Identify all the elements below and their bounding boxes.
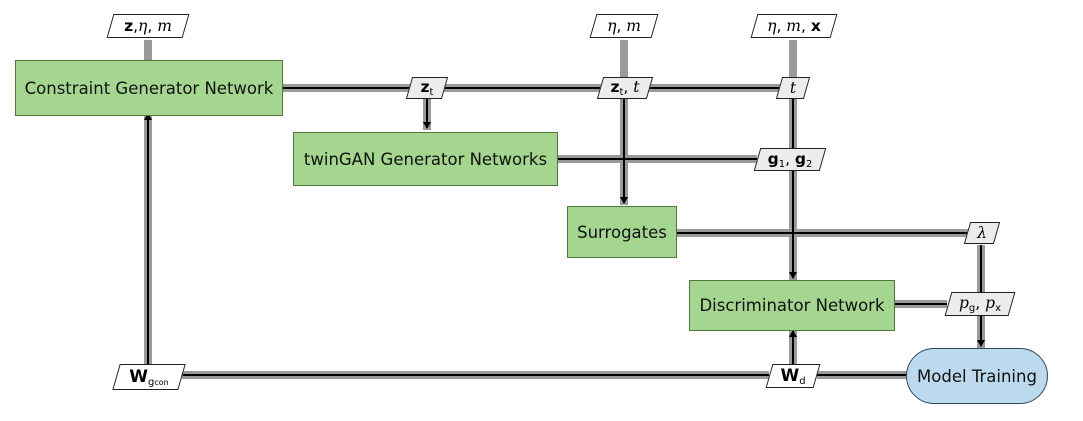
g2-sub: 2 (806, 158, 813, 170)
input-eta-3: η (767, 17, 777, 35)
zt-tag: zt (409, 77, 445, 99)
input-m: m (157, 17, 172, 35)
wd-sub: d (799, 375, 806, 387)
g-tag: g1, g2 (757, 148, 823, 171)
lambda-label: λ (977, 224, 987, 242)
input-eta: η (138, 17, 148, 35)
lambda-tag: λ (967, 222, 997, 244)
zt-sub: t (429, 87, 434, 98)
black-arrows (144, 87, 985, 376)
pg-main: p (958, 294, 969, 312)
constraint-generator-label: Constraint Generator Network (24, 78, 274, 98)
zt-t-tag: zt, t (600, 77, 650, 99)
g1-sub: 1 (778, 158, 786, 170)
wgcon-main: W (129, 366, 149, 387)
zt-t-sub: t (619, 87, 624, 98)
wd-main: W (780, 365, 800, 386)
input-eta-2: η (607, 17, 617, 35)
surrogates-node: Surrogates (567, 206, 677, 258)
surrogates-label: Surrogates (577, 222, 667, 242)
wgcon-tag: Wgcon (116, 364, 182, 390)
zt-main: z (420, 78, 430, 96)
t-label: t (789, 79, 797, 97)
model-training-label: Model Training (917, 366, 1037, 386)
zt-t-main: z (610, 78, 620, 96)
pg-sub: g (968, 303, 976, 314)
cg-input-tag: z,η, m (110, 14, 186, 38)
wgcon-sub: g (148, 376, 155, 388)
twingan-generator-node: twinGAN Generator Networks (293, 132, 558, 186)
zt-t-extra: t (633, 78, 640, 96)
input-m-2: m (626, 17, 641, 35)
input-x: x (810, 17, 821, 35)
discriminator-label: Discriminator Network (699, 296, 885, 315)
px-sub: x (995, 303, 1001, 314)
gray-wires (144, 84, 985, 379)
wgcon-subsub: con (154, 377, 169, 387)
discriminator-input-tag: η, m, x (754, 14, 834, 38)
wd-tag: Wd (769, 364, 817, 388)
input-m-3: m (786, 17, 801, 35)
g1-main: g (767, 149, 779, 168)
twingan-generator-label: twinGAN Generator Networks (303, 149, 548, 169)
g2-main: g (794, 149, 807, 168)
px-main: p (985, 294, 996, 312)
p-tag: pg, px (948, 292, 1012, 316)
discriminator-node: Discriminator Network (689, 280, 895, 331)
t-tag: t (779, 77, 807, 99)
constraint-generator-node: Constraint Generator Network (15, 60, 283, 116)
model-training-node: Model Training (906, 348, 1048, 404)
surrogate-input-tag: η, m (593, 14, 655, 38)
input-z: z (124, 17, 134, 35)
